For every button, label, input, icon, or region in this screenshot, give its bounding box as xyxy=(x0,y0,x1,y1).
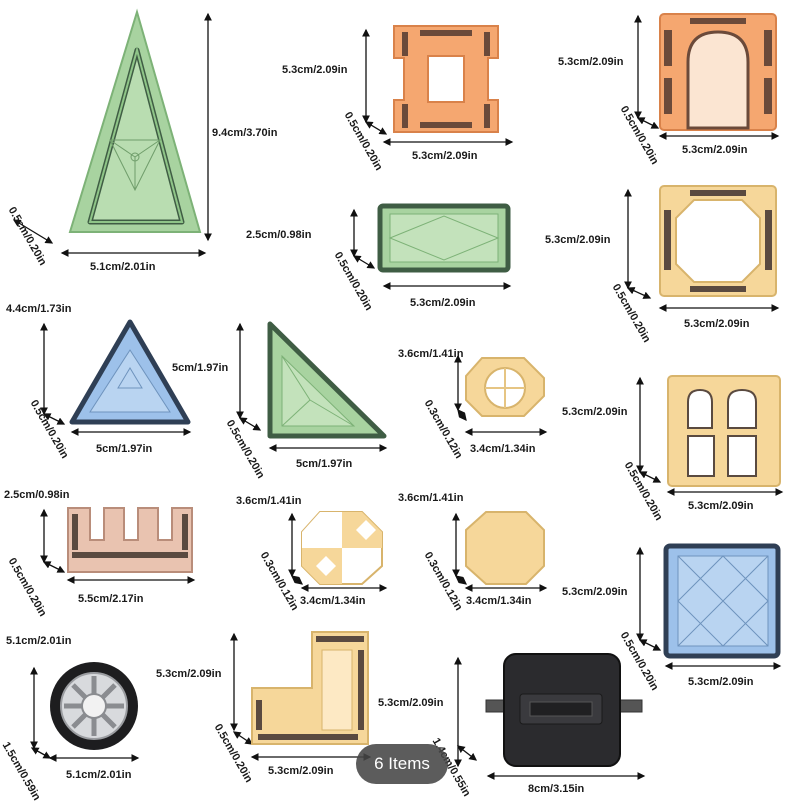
tall-triangle-width-label: 5.1cm/2.01in xyxy=(90,261,156,273)
dimension-arrow xyxy=(30,747,52,759)
dimension-arrow xyxy=(42,413,66,425)
arch-width-label: 5.3cm/2.09in xyxy=(682,144,748,156)
crown-tile xyxy=(67,507,193,573)
four-window-width-label: 5.3cm/2.09in xyxy=(688,500,754,512)
arch-tile xyxy=(659,13,777,131)
rectangle-width-label: 5.3cm/2.09in xyxy=(410,297,476,309)
wheel-piece xyxy=(50,662,138,750)
patterned-octagon-height-label: 3.6cm/1.41in xyxy=(236,495,302,507)
plain-octagon-width-label: 3.4cm/1.34in xyxy=(466,595,532,607)
crown-height-label: 2.5cm/0.98in xyxy=(4,489,70,501)
dimension-arrow xyxy=(12,219,54,244)
window-tile xyxy=(659,185,777,297)
window-width-label: 5.3cm/2.09in xyxy=(684,318,750,330)
dimension-arrow xyxy=(626,287,652,299)
rectangle-tile xyxy=(377,203,511,273)
dimension-arrow xyxy=(290,575,304,585)
equilateral-triangle-tile xyxy=(69,319,191,425)
blue-triangle-height-label: 4.4cm/1.73in xyxy=(6,303,72,315)
axle-block xyxy=(485,653,643,767)
l-piece-height-label: 5.3cm/2.09in xyxy=(156,668,222,680)
square-width-label: 5.3cm/2.09in xyxy=(688,676,754,688)
dimension-arrow xyxy=(457,408,467,422)
tall-triangle-tile xyxy=(68,8,202,233)
dimension-arrow xyxy=(454,575,468,585)
dimension-arrow xyxy=(42,561,66,573)
dimension-arrow xyxy=(456,745,478,761)
dimension-arrow xyxy=(232,731,254,745)
crown-width-label: 5.5cm/2.17in xyxy=(78,593,144,605)
rectangle-height-label: 2.5cm/0.98in xyxy=(246,229,312,241)
tall-triangle-height-label: 9.4cm/3.70in xyxy=(212,127,278,139)
arch-height-label: 5.3cm/2.09in xyxy=(558,56,624,68)
h-piece-height-label: 5.3cm/2.09in xyxy=(282,64,348,76)
ring-octagon-width-label: 3.4cm/1.34in xyxy=(470,443,536,455)
axle-height-label: 5.3cm/2.09in xyxy=(378,697,444,709)
four-window-tile xyxy=(667,375,781,487)
dimension-arrow xyxy=(638,471,662,483)
dimension-arrow xyxy=(352,255,376,269)
square-tile xyxy=(663,543,781,659)
ring-octagon-tile xyxy=(465,357,545,417)
items-count-badge[interactable]: 6 Items xyxy=(356,744,448,784)
right-triangle-height-label: 5cm/1.97in xyxy=(172,362,229,374)
blue-triangle-width-label: 5cm/1.97in xyxy=(96,443,153,455)
right-triangle-tile xyxy=(267,321,387,439)
axle-width-label: 8cm/3.15in xyxy=(528,783,585,795)
wheel-height-label: 5.1cm/2.01in xyxy=(6,635,72,647)
dimension-arrow xyxy=(238,417,262,431)
patterned-octagon-tile xyxy=(301,511,383,585)
plain-octagon-tile xyxy=(465,511,545,585)
ring-octagon-height-label: 3.6cm/1.41in xyxy=(398,348,464,360)
plain-octagon-height-label: 3.6cm/1.41in xyxy=(398,492,464,504)
h-shaped-tile xyxy=(393,25,499,133)
dimension-arrow xyxy=(364,121,388,135)
patterned-octagon-width-label: 3.4cm/1.34in xyxy=(300,595,366,607)
dimension-arrow xyxy=(638,639,662,651)
window-height-label: 5.3cm/2.09in xyxy=(545,234,611,246)
l-piece-width-label: 5.3cm/2.09in xyxy=(268,765,334,777)
dimension-arrow xyxy=(636,117,660,129)
square-height-label: 5.3cm/2.09in xyxy=(562,586,628,598)
l-shaped-tile xyxy=(251,631,369,745)
wheel-width-label: 5.1cm/2.01in xyxy=(66,769,132,781)
h-piece-width-label: 5.3cm/2.09in xyxy=(412,150,478,162)
four-window-height-label: 5.3cm/2.09in xyxy=(562,406,628,418)
right-triangle-width-label: 5cm/1.97in xyxy=(296,458,353,470)
